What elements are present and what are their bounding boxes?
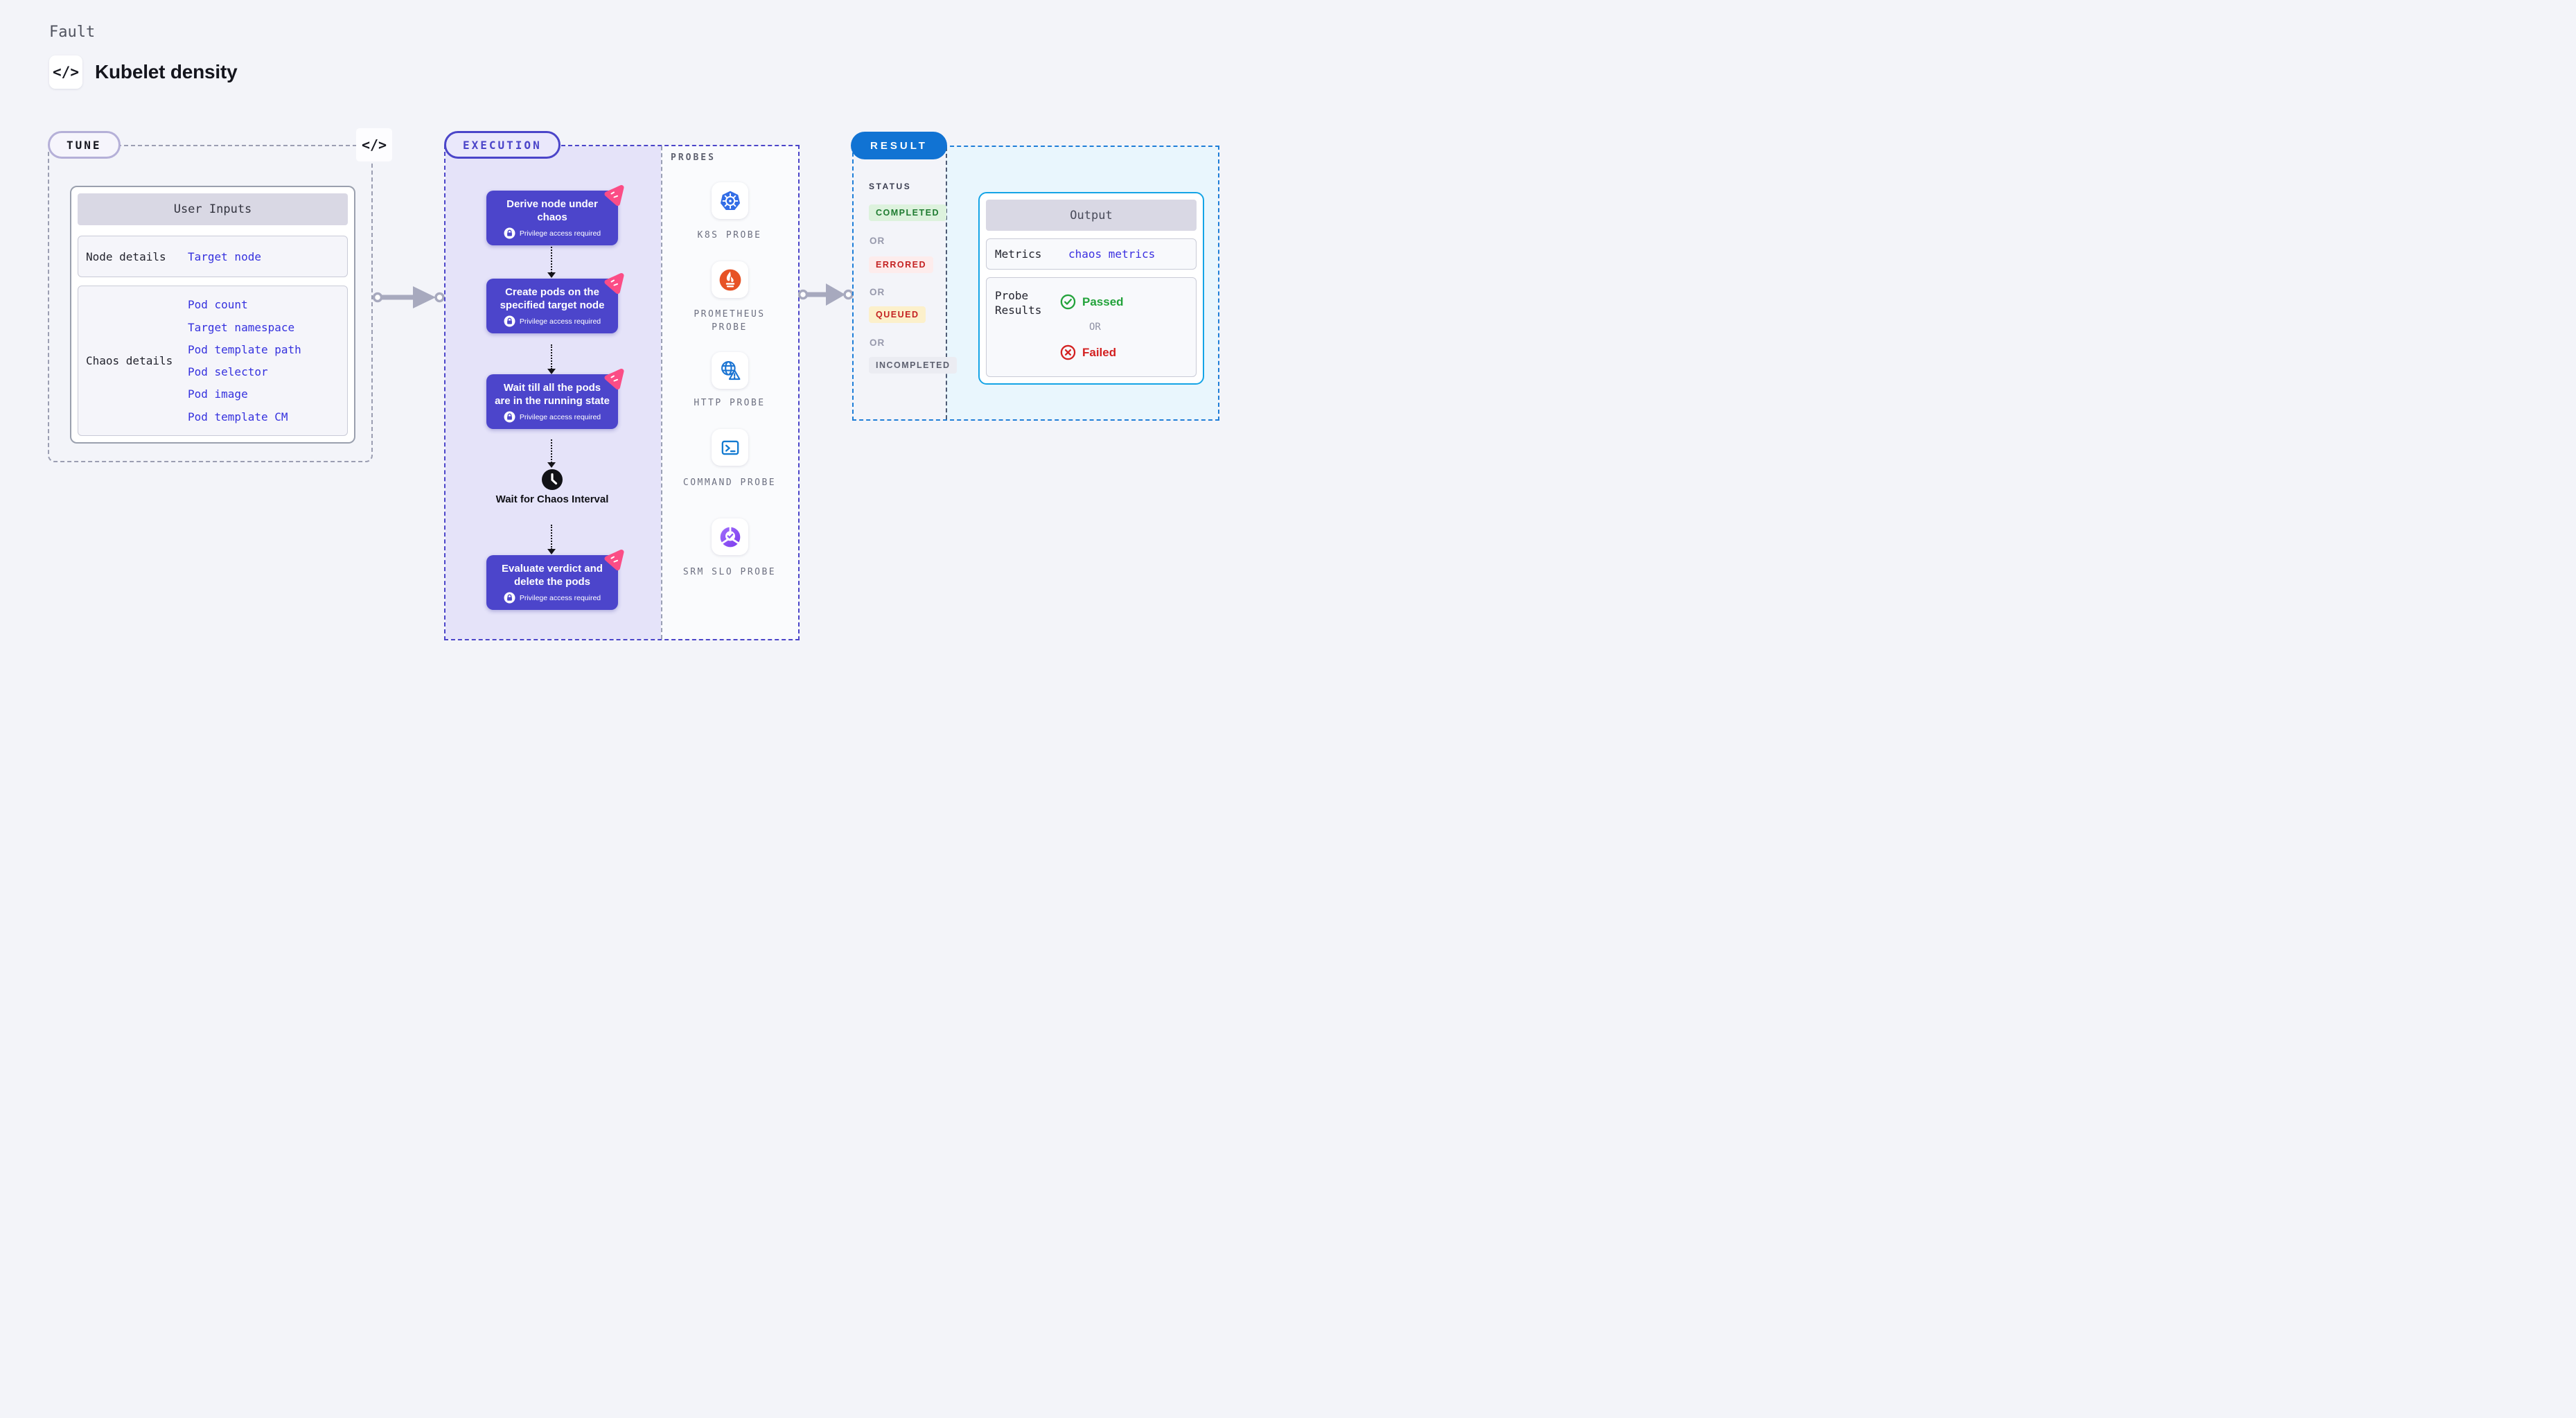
prometheus-icon bbox=[719, 269, 741, 290]
output-header: Output bbox=[986, 200, 1197, 231]
lock-icon bbox=[504, 315, 515, 327]
clock-icon bbox=[542, 469, 563, 490]
step-evaluate-verdict: Evaluate verdict and delete the pods Pri… bbox=[486, 550, 624, 610]
flow-arrow-icon bbox=[798, 283, 854, 306]
probe-card-k8s bbox=[712, 182, 748, 219]
link-pod-image[interactable]: Pod image bbox=[188, 387, 248, 401]
link-target-namespace[interactable]: Target namespace bbox=[188, 320, 295, 334]
privilege-badge-text: Privilege access required bbox=[519, 229, 601, 238]
verdict-failed: Failed bbox=[1060, 344, 1196, 360]
flow-connector bbox=[547, 247, 556, 278]
probe-label-http: HTTP PROBE bbox=[694, 398, 766, 408]
kubernetes-icon bbox=[720, 191, 740, 210]
probe-label-prometheus: PROMETHEUS PROBE bbox=[694, 309, 766, 333]
status-badge-queued: QUEUED bbox=[869, 306, 926, 323]
link-pod-template-path[interactable]: Pod template path bbox=[188, 342, 301, 356]
check-circle-icon bbox=[1060, 294, 1076, 310]
verdict-or: OR bbox=[1089, 322, 1101, 333]
slo-donut-icon bbox=[720, 526, 740, 547]
metrics-row: Metrics chaos metrics bbox=[986, 238, 1197, 270]
node-details-values: Target node bbox=[188, 236, 347, 277]
page-title: Kubelet density bbox=[95, 61, 238, 82]
code-icon: </> bbox=[49, 55, 82, 89]
globe-warning-icon bbox=[721, 360, 740, 380]
privilege-badge: Privilege access required bbox=[495, 227, 610, 239]
status-badge-incompleted: INCOMPLETED bbox=[869, 357, 958, 374]
tune-section-pill: TUNE bbox=[48, 131, 121, 159]
probes-title: PROBES bbox=[671, 152, 716, 163]
fault-eyebrow: Fault bbox=[49, 24, 96, 41]
tune-code-icon: </> bbox=[356, 128, 392, 161]
privilege-badge: Privilege access required bbox=[495, 411, 610, 423]
probe-label-srm-slo: SRM SLO PROBE bbox=[682, 567, 777, 577]
step-wait-pods-running: Wait till all the pods are in the runnin… bbox=[486, 369, 624, 429]
status-badge-completed: COMPLETED bbox=[869, 204, 946, 221]
status-or: OR bbox=[870, 338, 885, 348]
status-or: OR bbox=[870, 287, 885, 297]
execution-section-pill: EXECUTION bbox=[444, 131, 561, 159]
chaos-corner-icon bbox=[604, 273, 624, 294]
probe-card-prometheus bbox=[712, 261, 748, 298]
lock-icon bbox=[504, 592, 515, 604]
failed-label: Failed bbox=[1082, 345, 1117, 359]
lock-icon bbox=[504, 227, 515, 239]
tune-code-icon-glyph: </> bbox=[361, 137, 387, 153]
probe-results-label: Probe Results bbox=[995, 289, 1042, 317]
kubelet-density-diagram: Fault </> Kubelet density TUNE </> User … bbox=[0, 0, 1288, 709]
privilege-badge-text: Privilege access required bbox=[519, 412, 601, 421]
step-title: Wait till all the pods are in the runnin… bbox=[495, 382, 610, 407]
status-or: OR bbox=[870, 236, 885, 246]
probe-card-command bbox=[712, 429, 748, 466]
status-badge-errored: ERRORED bbox=[869, 256, 934, 273]
probe-card-http bbox=[712, 352, 748, 389]
flow-connector bbox=[547, 439, 556, 468]
x-circle-icon bbox=[1060, 344, 1076, 360]
wait-interval-node bbox=[541, 469, 563, 491]
user-inputs-card: User Inputs Node details Target node Cha… bbox=[70, 186, 355, 444]
chaos-details-label: Chaos details bbox=[86, 354, 173, 367]
verdict-passed: Passed bbox=[1060, 294, 1196, 310]
wait-interval-label: Wait for Chaos Interval bbox=[495, 493, 609, 505]
tune-section-box bbox=[48, 145, 373, 462]
link-pod-count[interactable]: Pod count bbox=[188, 298, 248, 312]
flow-arrow-icon bbox=[373, 286, 445, 308]
step-title: Derive node under chaos bbox=[506, 198, 598, 223]
probe-card-srm-slo bbox=[712, 518, 748, 555]
code-icon-glyph: </> bbox=[53, 64, 79, 80]
link-target-node[interactable]: Target node bbox=[188, 250, 261, 263]
status-title: STATUS bbox=[869, 182, 912, 191]
lock-icon bbox=[504, 411, 515, 423]
privilege-badge: Privilege access required bbox=[495, 315, 610, 327]
result-section-pill: RESULT bbox=[851, 132, 947, 159]
terminal-icon bbox=[721, 440, 739, 455]
privilege-badge: Privilege access required bbox=[495, 592, 610, 604]
chaos-corner-icon bbox=[604, 185, 624, 206]
probes-panel bbox=[661, 146, 798, 639]
probe-results-values: Passed OR Failed bbox=[1060, 278, 1196, 376]
link-pod-template-cm[interactable]: Pod template CM bbox=[188, 410, 288, 423]
link-pod-selector[interactable]: Pod selector bbox=[188, 365, 268, 379]
probe-results-row: Probe Results Passed OR Failed bbox=[986, 277, 1197, 377]
probe-label-command: COMMAND PROBE bbox=[682, 478, 777, 488]
chaos-details-row: Chaos details Pod count Target namespace… bbox=[78, 286, 348, 436]
step-title: Evaluate verdict and delete the pods bbox=[502, 563, 603, 588]
probe-label-k8s: K8S PROBE bbox=[697, 230, 762, 240]
passed-label: Passed bbox=[1082, 295, 1124, 308]
node-details-label: Node details bbox=[86, 250, 166, 263]
privilege-badge-text: Privilege access required bbox=[519, 317, 601, 326]
chaos-metrics-link[interactable]: chaos metrics bbox=[1068, 247, 1156, 261]
step-title: Create pods on the specified target node bbox=[500, 286, 605, 311]
user-inputs-header: User Inputs bbox=[78, 193, 348, 225]
step-derive-node: Derive node under chaos Privilege access… bbox=[486, 185, 624, 245]
step-create-pods: Create pods on the specified target node… bbox=[486, 273, 624, 333]
chaos-corner-icon bbox=[604, 550, 624, 570]
node-details-row: Node details Target node bbox=[78, 236, 348, 277]
privilege-badge-text: Privilege access required bbox=[519, 593, 601, 602]
flow-connector bbox=[547, 344, 556, 374]
chaos-details-values: Pod count Target namespace Pod template … bbox=[188, 286, 347, 435]
output-card: Output Metrics chaos metrics Probe Resul… bbox=[978, 192, 1204, 385]
flow-connector bbox=[547, 525, 556, 554]
chaos-corner-icon bbox=[604, 369, 624, 389]
metrics-label: Metrics bbox=[995, 247, 1042, 261]
